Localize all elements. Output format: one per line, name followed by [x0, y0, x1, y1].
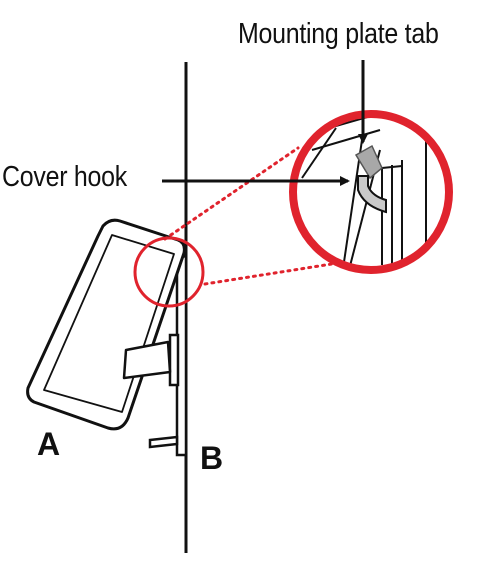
cover-hook-shape	[357, 175, 387, 214]
zoom-connector-lines	[163, 146, 340, 286]
detail-circle-small	[133, 236, 205, 308]
magnified-detail	[293, 114, 449, 270]
cover-hook-label: Cover hook	[2, 161, 127, 193]
thermostat-cover	[26, 218, 186, 431]
mounting-plate-tab-shape	[354, 144, 383, 180]
part-a-label: A	[37, 426, 61, 462]
mounting-plate-tab-label: Mounting plate tab	[238, 18, 439, 50]
detail-circle-large	[289, 110, 453, 274]
mounting-plate	[148, 254, 188, 457]
part-b-label: B	[200, 440, 224, 476]
